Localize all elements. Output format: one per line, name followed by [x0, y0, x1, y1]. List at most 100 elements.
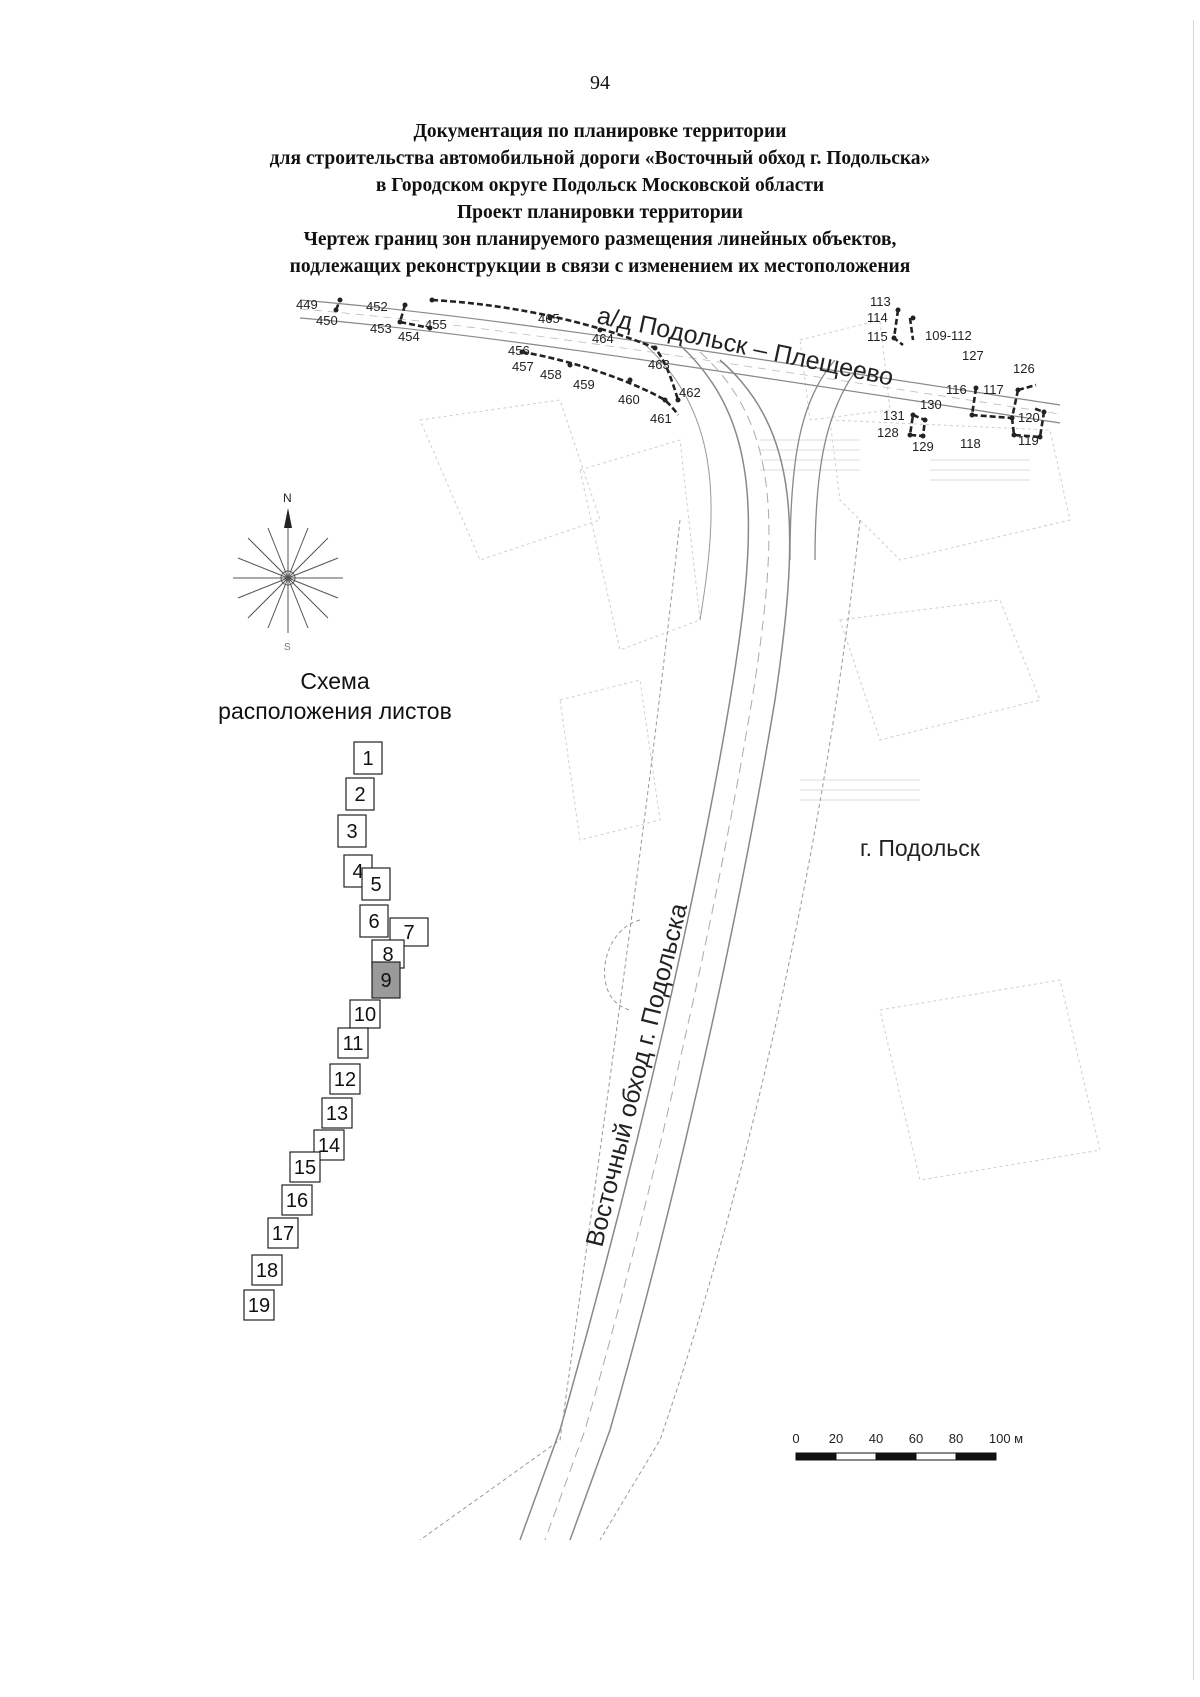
point-label: 455 [425, 317, 447, 332]
sheet-label-6: 6 [368, 911, 379, 933]
point-label: 461 [650, 411, 672, 426]
main-road-label: Восточный обход г. Подольска [581, 901, 693, 1250]
top-road-label: а/д Подольск – Плещеево [595, 301, 896, 391]
sheet-label-7: 7 [403, 922, 414, 944]
scale-segment [955, 1452, 997, 1461]
point-label: 457 [512, 359, 534, 374]
sheet-box-10 [349, 999, 381, 1029]
title-line-5: Чертеж границ зон планируемого размещени… [303, 229, 897, 250]
sheet-label-13: 13 [326, 1103, 348, 1125]
sheet-label-5: 5 [370, 874, 381, 896]
title-line-2: для строительства автомобильной дороги «… [269, 148, 931, 169]
sheet-label-11: 11 [343, 1033, 364, 1055]
sheet-box-2 [345, 777, 375, 811]
compass-north-label: N [283, 491, 292, 505]
point-label: 453 [370, 321, 392, 336]
document-title: Документация по планировке территории дл… [120, 118, 1080, 280]
point-label: 449 [296, 297, 318, 312]
sheet-label-9: 9 [380, 970, 391, 992]
sheet-box-12 [329, 1063, 361, 1095]
sheet-box-5 [361, 867, 391, 901]
point-label: 460 [618, 392, 640, 407]
sheet-box-6 [359, 904, 389, 938]
title-line-4: Проект планировки территории [456, 202, 744, 223]
title-line-1: Документация по планировке территории [413, 121, 787, 142]
scale-label: 0 [792, 1431, 799, 1446]
sheet-label-19: 19 [248, 1295, 270, 1317]
point-label: 109-112 [925, 328, 972, 343]
scale-segment [915, 1452, 957, 1461]
point-label: 454 [398, 329, 420, 344]
scale-segment [835, 1452, 877, 1461]
hatched-areas [760, 439, 1030, 801]
page-edge-line [1193, 20, 1194, 1680]
point-label: 465 [538, 311, 560, 326]
sheet-box-19 [243, 1289, 275, 1321]
sheet-label-16: 16 [286, 1190, 308, 1212]
title-line-3: в Городском округе Подольск Московской о… [375, 175, 825, 196]
scale-label: 20 [829, 1431, 843, 1446]
sheet-box-3 [337, 814, 367, 848]
title-line-6: подлежащих реконструкции в связи с измен… [289, 256, 911, 277]
sheet-box-18 [251, 1254, 283, 1286]
compass-rose: N S [233, 491, 343, 653]
sheet-label-18: 18 [256, 1260, 278, 1282]
sheet-label-12: 12 [334, 1069, 356, 1091]
point-label: 129 [912, 439, 934, 454]
sheet-label-1: 1 [362, 748, 373, 770]
point-label: 126 [1013, 361, 1035, 376]
point-label: 450 [316, 313, 338, 328]
point-label: 462 [679, 385, 701, 400]
sheet-label-15: 15 [294, 1157, 316, 1179]
sheet-box-11 [337, 1027, 369, 1059]
sheet-box-13 [321, 1097, 353, 1129]
point-label: 113 [870, 294, 891, 309]
scale-label: 100 м [989, 1431, 1023, 1446]
scale-bar: 0 20 40 60 80 100 м [792, 1431, 1023, 1461]
sheet-label-2: 2 [354, 784, 365, 806]
compass-south-label: S [284, 642, 291, 653]
point-label: 463 [648, 357, 670, 372]
point-label: 117 [983, 382, 1004, 397]
main-road [419, 339, 861, 1541]
point-label: 456 [508, 343, 530, 358]
point-label: 128 [877, 425, 899, 440]
sheet-box-15 [289, 1151, 321, 1183]
point-label: 114 [867, 310, 888, 325]
sheet-scheme-title-line2: расположения листов [218, 698, 452, 724]
point-label: 120 [1018, 410, 1040, 425]
top-road [299, 299, 1061, 424]
scale-label: 60 [909, 1431, 923, 1446]
sheet-label-14: 14 [318, 1135, 340, 1157]
sheet-box-17 [267, 1217, 299, 1249]
sheet-label-8: 8 [382, 944, 393, 966]
point-label: 459 [573, 377, 595, 392]
compass-star-icon [233, 523, 343, 633]
sheet-label-3: 3 [346, 821, 357, 843]
sheet-label-4: 4 [352, 861, 363, 883]
point-labels: 449 450 452 453 454 455 465 464 456 457 … [296, 294, 1040, 454]
point-label: 127 [962, 348, 984, 363]
sheet-label-17: 17 [272, 1223, 294, 1245]
scale-label: 80 [949, 1431, 963, 1446]
point-label: 119 [1018, 433, 1039, 448]
scale-segment [875, 1452, 917, 1461]
sheet-box-16 [281, 1184, 313, 1216]
page-number: 94 [590, 72, 610, 94]
city-label: г. Подольск [860, 835, 981, 861]
point-label: 464 [592, 331, 614, 346]
point-label: 131 [883, 408, 905, 423]
scale-label: 40 [869, 1431, 883, 1446]
scale-segment [795, 1452, 837, 1461]
north-arrow-icon [284, 508, 292, 528]
boundary-points [333, 297, 1047, 440]
point-label: 458 [540, 367, 562, 382]
sheet-box-1 [353, 741, 383, 775]
point-label: 118 [960, 436, 981, 451]
sheet-label-10: 10 [354, 1004, 376, 1026]
point-label: 115 [867, 329, 888, 344]
point-label: 130 [920, 397, 942, 412]
sheet-scheme-title-line1: Схема [300, 668, 370, 694]
